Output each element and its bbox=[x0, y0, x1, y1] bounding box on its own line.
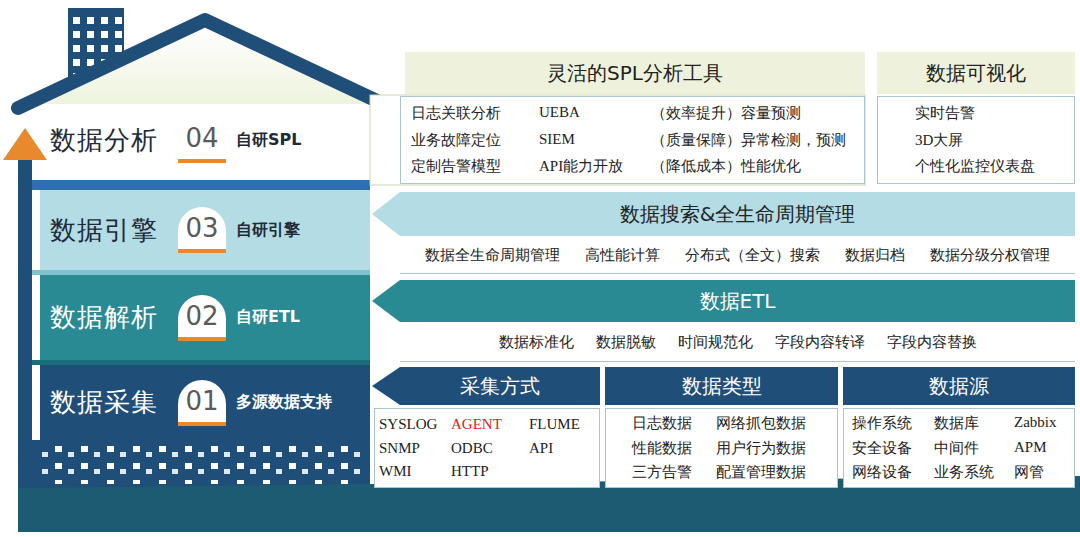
node-text: 灵活的SPL分析工具 bbox=[547, 60, 723, 87]
node-text: 字段内容转译 bbox=[775, 333, 865, 352]
roof-line bbox=[18, 20, 392, 108]
node-text: 采集方式 bbox=[460, 373, 540, 400]
node-text: FLUME bbox=[529, 416, 599, 433]
node-text: API bbox=[529, 440, 599, 457]
node-text: HTTP bbox=[451, 463, 529, 480]
node-text: 数据脱敏 bbox=[596, 333, 656, 352]
node-text: 01 bbox=[185, 386, 218, 416]
node-text: 数据ETL bbox=[700, 288, 776, 315]
node-text: 数据可视化 bbox=[926, 60, 1026, 87]
layer-band: 数据解析 自研ETL 02 bbox=[40, 275, 370, 360]
node-text: 业务故障定位 bbox=[411, 131, 539, 150]
node-text: 实时告警 bbox=[915, 104, 1074, 123]
node-text: 数据库 bbox=[934, 414, 1014, 433]
layer-band: 数据分析 自研SPL 04 bbox=[40, 100, 370, 180]
node-text: 字段内容替换 bbox=[887, 333, 977, 352]
header-box: 数据可视化 bbox=[877, 52, 1075, 94]
node-text: 多源数据支持 bbox=[236, 392, 332, 413]
item-panel: 日志关联分析UEBA（效率提升）容量预测业务故障定位SIEM（质量保障）异常检测… bbox=[400, 96, 865, 184]
node-text: 网络抓包数据 bbox=[716, 414, 837, 433]
node-text: （效率提升）容量预测 bbox=[651, 104, 864, 123]
node-text: 02 bbox=[185, 301, 218, 331]
node-text: （质量保障）异常检测，预测 bbox=[651, 131, 864, 150]
roof-fill bbox=[36, 26, 374, 104]
node-text: 数据类型 bbox=[682, 373, 762, 400]
city-strip bbox=[32, 440, 370, 490]
city-windows bbox=[40, 444, 366, 484]
header-box: 采集方式 bbox=[400, 367, 600, 405]
node-text: 数据源 bbox=[929, 373, 989, 400]
node-text: （降低成本）性能优化 bbox=[651, 157, 864, 176]
layer-band: 数据引擎 自研引擎 03 bbox=[40, 190, 370, 270]
node-text: SYSLOG bbox=[379, 416, 451, 433]
header-box: 数据搜索&全生命周期管理 bbox=[400, 192, 1075, 236]
item-panel: SYSLOGAGENTFLUME SNMPODBCAPI WMIHTTP bbox=[374, 408, 600, 488]
node-text: 配置管理数据 bbox=[716, 463, 837, 482]
header-box: 数据ETL bbox=[400, 280, 1075, 322]
node-text: 中间件 bbox=[934, 439, 1014, 458]
node-text: SIEM bbox=[539, 131, 651, 150]
node-text: 数据归档 bbox=[845, 246, 905, 265]
node-text: APM bbox=[1014, 439, 1074, 458]
node-text: 数据分析 bbox=[50, 123, 178, 158]
node-text: 数据采集 bbox=[50, 385, 178, 420]
node-text: 性能数据 bbox=[632, 439, 716, 458]
item-panel: 数据标准化 数据脱敏 时间规范化 字段内容转译 字段内容替换 bbox=[400, 324, 1075, 362]
node-text: 3D大屏 bbox=[915, 131, 1074, 150]
node-text: 04 bbox=[185, 123, 218, 153]
item-panel: 实时告警 3D大屏个性化监控仪表盘 bbox=[877, 96, 1075, 184]
node-text: 用户行为数据 bbox=[716, 439, 837, 458]
node-text: 定制告警模型 bbox=[411, 157, 539, 176]
node-text: 数据分级分权管理 bbox=[930, 246, 1050, 265]
node-text: UEBA bbox=[539, 104, 651, 123]
node-text: 高性能计算 bbox=[585, 246, 660, 265]
node-text: 日志关联分析 bbox=[411, 104, 539, 123]
node-text: 数据引擎 bbox=[50, 213, 178, 248]
chevron bbox=[372, 280, 400, 322]
node-text: 自研ETL bbox=[236, 307, 300, 328]
node-text: 数据解析 bbox=[50, 300, 178, 335]
node-text: 时间规范化 bbox=[678, 333, 753, 352]
header-box: 灵活的SPL分析工具 bbox=[405, 52, 865, 94]
node-text: 日志数据 bbox=[632, 414, 716, 433]
node-text: AGENT bbox=[451, 416, 529, 433]
chevron bbox=[372, 367, 400, 405]
node-text: 分布式（全文）搜索 bbox=[685, 246, 820, 265]
node-text: 三方告警 bbox=[632, 463, 716, 482]
step-number-badge: 01 bbox=[178, 380, 226, 426]
step-number-badge: 03 bbox=[178, 207, 226, 253]
node-text: WMI bbox=[379, 463, 451, 480]
node-text: 网络设备 bbox=[852, 463, 934, 482]
up-arrow-head bbox=[3, 128, 47, 160]
node-text: API能力开放 bbox=[539, 157, 651, 176]
node-text: 业务系统 bbox=[934, 463, 1014, 482]
step-number-badge: 04 bbox=[178, 117, 226, 163]
arrow-stem bbox=[18, 160, 32, 490]
step-number-badge: 02 bbox=[178, 295, 226, 341]
node-text: ODBC bbox=[451, 440, 529, 457]
item-panel: 操作系统数据库Zabbix 安全设备中间件APM 网络设备业务系统网管 bbox=[843, 408, 1075, 488]
header-box: 数据类型 bbox=[605, 367, 838, 405]
item-panel: 日志数据网络抓包数据性能数据用户行为数据三方告警配置管理数据 bbox=[605, 408, 838, 488]
node-text: Zabbix bbox=[1014, 414, 1074, 433]
node-text: 网管 bbox=[1014, 463, 1074, 482]
node-text: 03 bbox=[185, 213, 218, 243]
node-text: 个性化监控仪表盘 bbox=[915, 157, 1074, 176]
node-text: 自研引擎 bbox=[236, 220, 300, 241]
header-box: 数据源 bbox=[843, 367, 1075, 405]
node-text: 自研SPL bbox=[236, 130, 301, 151]
node-text: 操作系统 bbox=[852, 414, 934, 433]
node-text: 数据标准化 bbox=[499, 333, 574, 352]
layer-band: 数据采集 多源数据支持 01 bbox=[40, 365, 370, 440]
chevron bbox=[372, 192, 400, 236]
item-panel: 数据全生命周期管理 高性能计算 分布式（全文）搜索 数据归档 数据分级分权管理 bbox=[400, 238, 1075, 274]
node-text: 数据搜索&全生命周期管理 bbox=[620, 201, 856, 228]
panel-ground bbox=[370, 95, 865, 185]
node-text: 安全设备 bbox=[852, 439, 934, 458]
band-separator bbox=[32, 180, 370, 190]
node-text: 数据全生命周期管理 bbox=[425, 246, 560, 265]
node-text: SNMP bbox=[379, 440, 451, 457]
